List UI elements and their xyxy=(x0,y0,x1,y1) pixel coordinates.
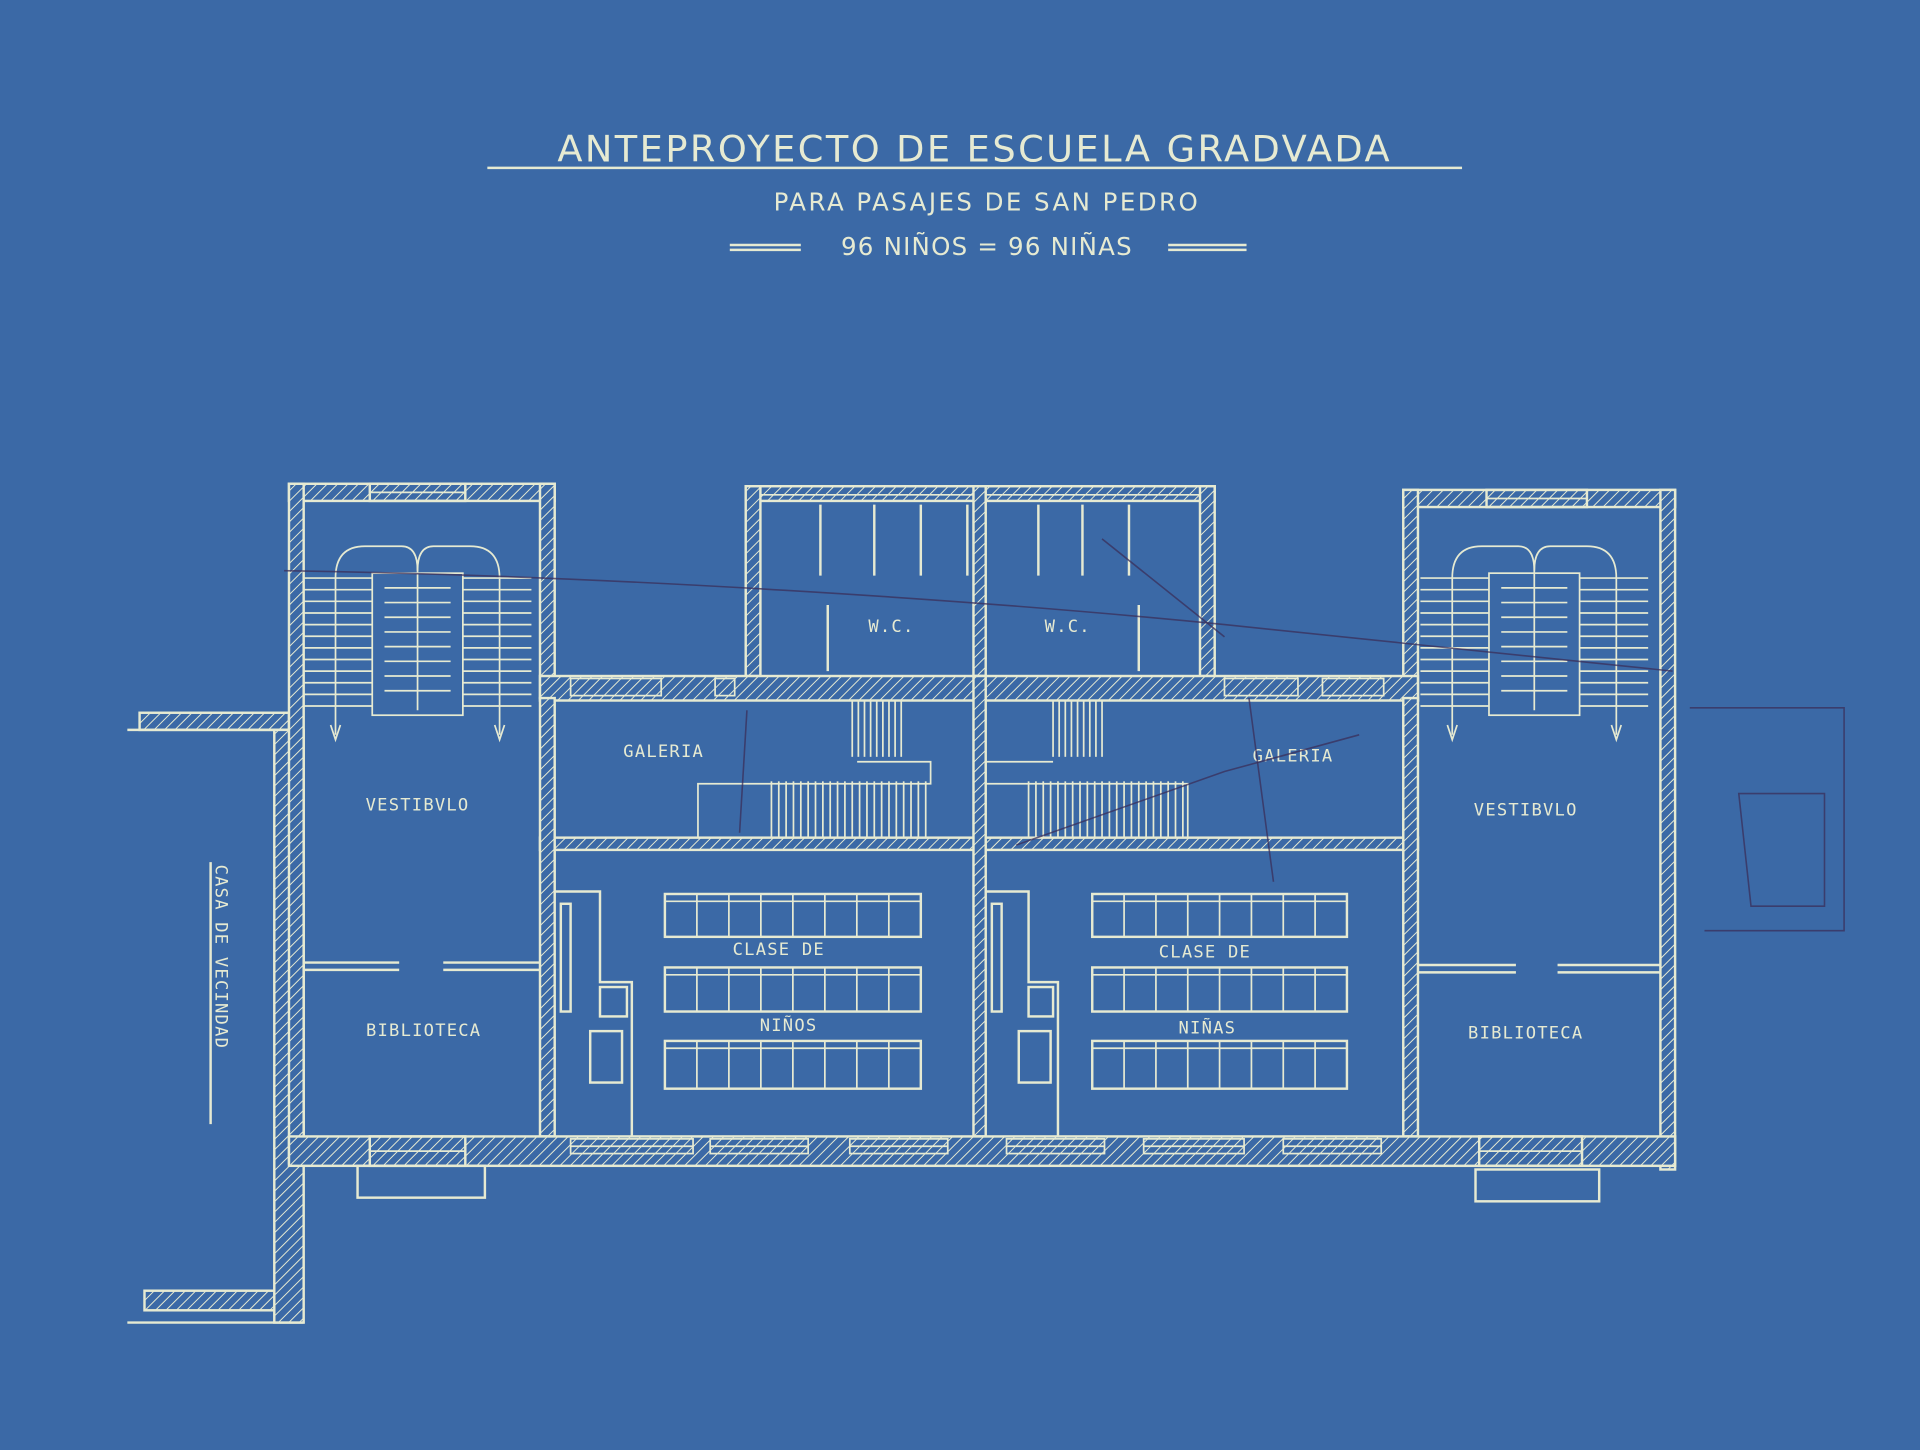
capacity-label: 96 NIÑOS = 96 NIÑAS xyxy=(841,231,1133,261)
staircase-right xyxy=(1420,545,1649,743)
windows xyxy=(356,482,1601,1203)
walls xyxy=(287,482,1677,1171)
stair-direction-arrows xyxy=(334,545,501,735)
wc-stalls xyxy=(760,493,1200,672)
window xyxy=(569,677,663,697)
label-wc-left: W.C. xyxy=(868,617,914,637)
label-clase-ninas-1: CLASE DE xyxy=(1159,943,1251,963)
neighbor-label: CASA DE VECINDAD xyxy=(211,865,231,1050)
window-sill xyxy=(1474,1168,1601,1203)
window-sill xyxy=(356,1164,487,1199)
stair-rail xyxy=(697,760,932,838)
neighbor-building: CASA DE VECINDAD xyxy=(127,711,305,1324)
teacher-areas xyxy=(554,890,1060,1137)
gallery-stairs xyxy=(697,700,1189,838)
label-clase-ninos-1: CLASE DE xyxy=(733,940,825,960)
arrow-head xyxy=(329,724,342,743)
label-biblioteca-right: BIBLIOTECA xyxy=(1468,1023,1583,1043)
staircase-left xyxy=(303,545,532,743)
arrow-head xyxy=(1446,724,1458,743)
window xyxy=(1223,677,1299,697)
window xyxy=(714,677,736,697)
drawing-title: ANTEPROYECTO DE ESCUELA GRADVADA xyxy=(557,128,1392,171)
desks xyxy=(663,892,1349,1090)
label-biblioteca-left: BIBLIOTECA xyxy=(366,1021,481,1041)
pencil-annotations xyxy=(284,538,1845,932)
arrow-head xyxy=(493,724,506,743)
arrow-head xyxy=(1610,724,1623,743)
stair-rail xyxy=(984,760,1189,838)
window xyxy=(1321,677,1385,697)
label-vestibulo-left: VESTIBVLO xyxy=(366,796,470,816)
label-galeria-right: GALERIA xyxy=(1253,747,1334,767)
title-block: ANTEPROYECTO DE ESCUELA GRADVADA PARA PA… xyxy=(487,128,1463,261)
label-galeria-left: GALERIA xyxy=(623,742,704,762)
label-clase-ninas-2: NIÑAS xyxy=(1179,1017,1237,1039)
label-vestibulo-right: VESTIBVLO xyxy=(1474,801,1578,821)
label-wc-right: W.C. xyxy=(1045,617,1091,637)
room-labels: W.C. W.C. GALERIA GALERIA VESTIBVLO VEST… xyxy=(366,617,1583,1044)
drawing-subtitle: PARA PASAJES DE SAN PEDRO xyxy=(774,188,1201,217)
label-clase-ninos-2: NIÑOS xyxy=(760,1014,818,1036)
stair-direction-arrows xyxy=(1451,545,1618,735)
library-partitions xyxy=(303,961,1661,974)
